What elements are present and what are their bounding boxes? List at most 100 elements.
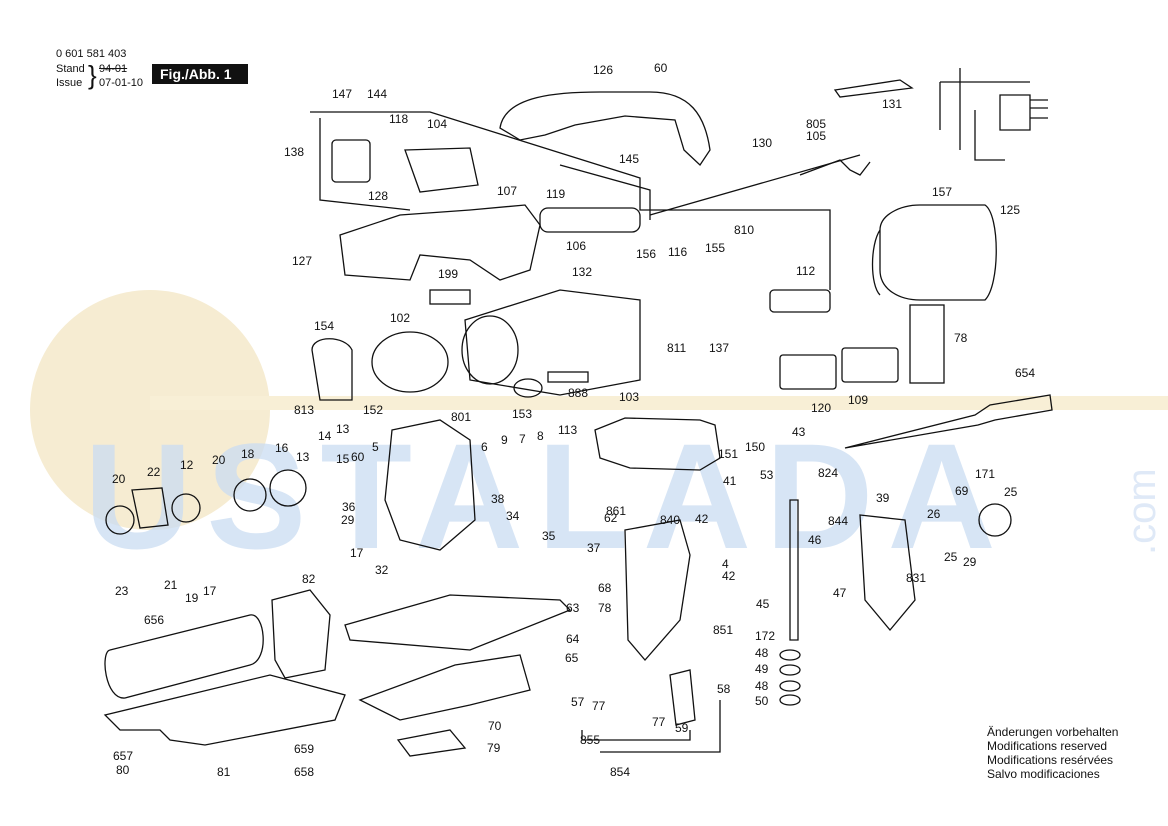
callout-130: 130 [752,136,772,150]
callout-34: 34 [506,509,520,523]
callout-810: 810 [734,223,754,237]
callout-48: 48 [755,679,769,693]
callout-18: 18 [241,447,255,461]
callout-42: 42 [695,512,709,526]
callout-81: 81 [217,765,231,779]
callout-831: 831 [906,571,926,585]
callout-60: 60 [654,61,668,75]
callout-60: 60 [351,450,365,464]
callout-20: 20 [212,453,226,467]
part-number: 0 601 581 403 [56,48,127,60]
callout-127: 127 [292,254,312,268]
callout-25: 25 [944,550,958,564]
callout-20: 20 [112,472,126,486]
callout-42: 42 [722,569,736,583]
callout-811: 811 [667,341,686,355]
callout-63: 63 [566,601,580,615]
callout-657: 657 [113,749,133,763]
callout-12: 12 [180,458,194,472]
callout-21: 21 [164,578,178,592]
callout-43: 43 [792,425,806,439]
callout-6: 6 [481,440,488,454]
callout-155: 155 [705,241,725,255]
callout-128: 128 [368,189,388,203]
callout-132: 132 [572,265,592,279]
brace: } [88,60,97,90]
callout-8: 8 [537,429,544,443]
callout-65: 65 [565,651,579,665]
callout-144: 144 [367,87,387,101]
callout-39: 39 [876,491,890,505]
plunger-rod [789,499,799,641]
gear-housing-840 [624,519,691,661]
callout-151: 151 [718,447,738,461]
callout-813: 813 [294,403,314,417]
callout-23: 23 [115,584,129,598]
callout-77: 77 [652,715,666,729]
part-82 [271,589,331,679]
handle-cover-shape [499,91,711,166]
label-109-shape [841,347,899,383]
field-shape [371,331,449,393]
callout-805: 805 [806,117,826,131]
callout-50: 50 [755,694,769,708]
callout-79: 79 [487,741,501,755]
callout-656: 656 [144,613,164,627]
watermark-text: USTALADA [84,412,1010,580]
housing-cylinder-shape [871,204,997,301]
wiring [310,111,831,290]
callout-57: 57 [571,695,585,709]
callout-137: 137 [709,341,729,355]
callout-103: 103 [619,390,639,404]
callout-62: 62 [604,511,618,525]
callout-120: 120 [811,401,831,415]
callout-82: 82 [302,572,316,586]
plate-888 [547,371,589,383]
callout-29: 29 [963,555,977,569]
plate-39 [859,514,916,632]
watermark-band [150,396,1168,410]
washer-48-top [779,649,801,661]
callout-844: 844 [828,514,848,528]
part-79 [396,729,467,757]
callout-7: 7 [519,432,526,446]
callout-154: 154 [314,319,334,333]
plate-199 [429,289,471,305]
callout-824: 824 [818,466,838,480]
part-824 [978,503,1012,537]
callout-171: 171 [975,467,995,481]
note-es: Salvo modificaciones [987,767,1100,781]
screwdriver-shape [844,394,1053,449]
part-70 [358,654,531,721]
washer-49 [779,664,801,676]
callout-68: 68 [598,581,612,595]
callout-53: 53 [760,468,774,482]
callout-36: 36 [342,500,356,514]
callout-45: 45 [756,597,770,611]
washer-20-left [105,505,135,535]
motor-housing-shape [464,289,641,396]
note-fr: Modifications resérvées [987,753,1114,767]
callout-35: 35 [542,529,556,543]
callout-48: 48 [755,646,769,660]
washer-50 [779,694,801,706]
gearcase-shape [384,419,476,551]
callout-32: 32 [375,563,389,577]
part-153 [513,378,543,398]
callout-109: 109 [848,393,868,407]
callout-147: 147 [332,87,352,101]
callout-64: 64 [566,632,580,646]
callout-119: 119 [546,187,565,201]
callout-125: 125 [1000,203,1020,217]
housing-shell-shape [339,204,541,281]
callout-17: 17 [350,546,364,560]
label-120-shape [779,354,837,390]
plate-22 [131,487,169,529]
callout-70: 70 [488,719,502,733]
callout-78: 78 [598,601,612,615]
callout-659: 659 [294,742,314,756]
callout-138: 138 [284,145,304,159]
callout-152: 152 [363,403,383,417]
allen-key-shape [833,79,914,98]
